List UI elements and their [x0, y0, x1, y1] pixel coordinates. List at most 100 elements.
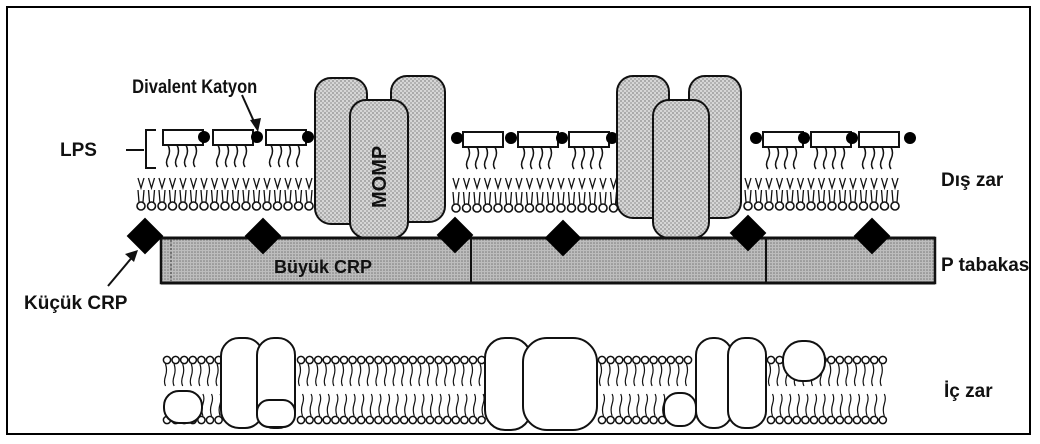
lipid-tail — [548, 192, 554, 204]
lipid-tail — [190, 364, 192, 386]
lipid-head — [305, 202, 313, 210]
lipid-head — [526, 204, 534, 212]
lipid-tail — [362, 394, 364, 416]
lipid-tail — [882, 178, 888, 188]
lipid-head — [641, 356, 648, 363]
lipid-tail — [668, 364, 670, 386]
divalent-katyon-label: Divalent Katyon — [132, 76, 257, 97]
inner-membrane-proteins — [164, 338, 825, 430]
lipid-tail — [772, 394, 774, 416]
lipid-tail — [756, 190, 762, 202]
lipid-tail — [393, 364, 395, 386]
lipid-tail — [495, 192, 501, 204]
lipid-tail — [212, 190, 218, 202]
divalent-cation — [251, 131, 263, 143]
lipid-head — [409, 356, 416, 363]
lipid-tail — [159, 178, 165, 188]
lipid-head — [418, 356, 425, 363]
lipid-tail — [336, 394, 338, 416]
lipid-tail — [413, 394, 415, 416]
lipid-head — [444, 356, 451, 363]
lipid-tail — [608, 364, 610, 386]
lps-tail — [167, 145, 170, 167]
lipid-head — [607, 356, 614, 363]
lipid-tail — [306, 178, 312, 188]
lipid-tail — [777, 190, 783, 202]
lipid-tail — [422, 394, 424, 416]
lipid-head — [845, 356, 852, 363]
lipid-tail — [516, 192, 522, 204]
lps-tail — [881, 147, 884, 169]
crp-diamond — [127, 218, 164, 255]
lipid-tail — [201, 190, 207, 202]
divalent-cation — [556, 132, 568, 144]
lipid-head — [659, 356, 666, 363]
lps-tail — [270, 145, 273, 167]
lps-tail — [194, 145, 197, 167]
lipid-tail — [558, 178, 564, 188]
lipid-head — [148, 202, 156, 210]
inner-protein — [696, 338, 732, 428]
lipid-head — [776, 416, 783, 423]
lipid-tail — [482, 394, 484, 416]
lipid-tail — [275, 178, 281, 188]
lps-unit — [811, 132, 851, 147]
lps-unit — [763, 132, 803, 147]
lipid-head — [163, 356, 170, 363]
lipid-head — [221, 202, 229, 210]
lps-tail — [600, 147, 603, 169]
lipid-tail — [350, 364, 352, 386]
lipid-tail — [777, 178, 783, 188]
lipid-head — [494, 204, 502, 212]
lipid-tail — [208, 364, 210, 386]
lipid-tail — [216, 364, 218, 386]
lps-tail — [485, 147, 488, 169]
lipid-tail — [787, 190, 793, 202]
lipid-head — [828, 416, 835, 423]
lipid-tail — [359, 364, 361, 386]
lipid-tail — [815, 394, 817, 416]
lipid-head — [435, 356, 442, 363]
lipid-head — [536, 204, 544, 212]
divalent-cation — [798, 132, 810, 144]
lipid-head — [444, 416, 451, 423]
lipid-head — [598, 356, 605, 363]
lipid-head — [891, 202, 899, 210]
lipid-tail — [840, 190, 846, 202]
lipid-tail — [516, 178, 522, 188]
lipid-tail — [439, 394, 441, 416]
inner-protein — [523, 338, 597, 430]
lipid-tail — [296, 178, 302, 188]
lps-tail — [863, 147, 866, 169]
lipid-tail — [611, 394, 613, 416]
lipid-head — [306, 416, 313, 423]
lipid-head — [802, 416, 809, 423]
divalent-cation — [198, 131, 210, 143]
lipid-tail — [634, 364, 636, 386]
lipid-tail — [861, 190, 867, 202]
lps-unit — [463, 132, 503, 147]
lipid-head — [366, 416, 373, 423]
lipid-head — [426, 416, 433, 423]
lipid-tail — [892, 190, 898, 202]
lipid-head — [418, 416, 425, 423]
lipid-head — [332, 356, 339, 363]
lipid-tail — [342, 364, 344, 386]
lipid-tail — [846, 364, 848, 386]
lipid-head — [469, 416, 476, 423]
lipid-tail — [474, 394, 476, 416]
lipid-tail — [324, 364, 326, 386]
lipid-tail — [448, 394, 450, 416]
lipid-tail — [537, 178, 543, 188]
lipid-tail — [603, 394, 605, 416]
lipid-tail — [858, 394, 860, 416]
lipid-tail — [651, 364, 653, 386]
lipid-head — [366, 356, 373, 363]
inner-protein — [257, 400, 295, 427]
lps-tail — [540, 147, 543, 169]
divalent-cation — [846, 132, 858, 144]
lipid-tail — [819, 178, 825, 188]
lipid-tail — [212, 178, 218, 188]
lipid-tail — [385, 364, 387, 386]
lipid-tail — [646, 394, 648, 416]
